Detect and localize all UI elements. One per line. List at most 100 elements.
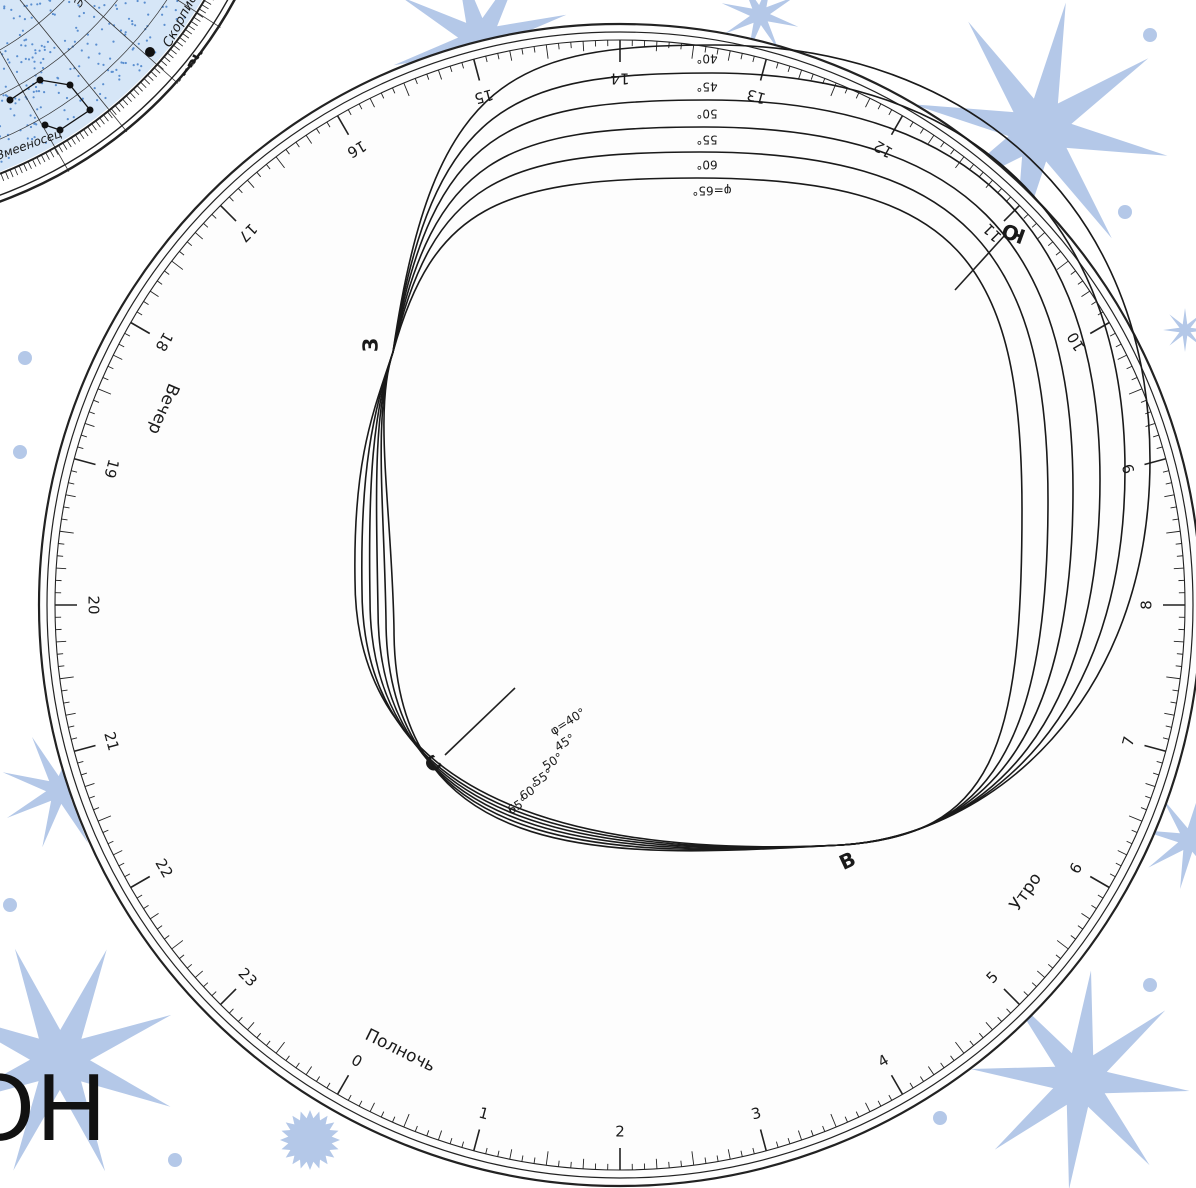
milky-way-dot [16, 55, 19, 58]
map-star [36, 76, 44, 84]
dial-tick [107, 365, 114, 370]
dial-tick [211, 213, 217, 219]
milky-way-dot [163, 23, 166, 26]
star-map-tick [153, 67, 161, 74]
star-map-tick [150, 71, 158, 78]
dial-tick [888, 109, 893, 116]
dial-tick [68, 482, 75, 485]
dial-tick [156, 280, 163, 285]
horizon-ellipse [383, 177, 1023, 852]
milky-way-dot [93, 4, 96, 8]
dial-tick [1145, 782, 1156, 788]
dial-tick [88, 795, 95, 799]
star-map-tick [179, 37, 187, 43]
dial-tick [1077, 280, 1084, 285]
milky-way-dot [34, 52, 37, 55]
dial-tick [680, 43, 682, 50]
dial-tick [877, 103, 882, 110]
milky-way-dot [147, 13, 150, 16]
star-map-tick [136, 85, 143, 92]
dial-tick [65, 712, 76, 716]
dial-tick [890, 115, 904, 136]
constellation-line [39, 79, 71, 86]
dial-tick [1140, 807, 1147, 811]
dial-tick [63, 506, 70, 509]
map-star [86, 106, 94, 114]
milky-way-dot [66, 118, 69, 121]
milky-way-dot [136, 63, 139, 66]
dial-tick [61, 689, 68, 692]
milky-way-dot [97, 62, 100, 65]
milky-way-dot [124, 33, 127, 36]
dial-tick [426, 73, 430, 80]
dial-tick [855, 1111, 860, 1118]
star-map-tick [107, 111, 113, 119]
dial-tick [358, 103, 363, 110]
latitude-label-top: 50° [696, 107, 717, 121]
dial-tick [1128, 388, 1143, 395]
dial-tick [102, 829, 109, 833]
dial-tick [691, 44, 695, 59]
dial-tick [810, 1130, 814, 1137]
star-map-grid-line [0, 0, 153, 164]
dial-tick [1170, 701, 1177, 704]
dial-tick [1140, 399, 1147, 403]
star-map-tick [5, 171, 9, 180]
dial-tick [437, 69, 443, 80]
milky-way-dot [10, 8, 13, 11]
star-map-number: 5 [10, 237, 25, 252]
milky-way-dot [34, 49, 37, 52]
milky-way-dot [149, 36, 152, 39]
milky-way-dot [40, 44, 43, 47]
dial-tick [485, 1147, 488, 1154]
dial-tick [582, 1158, 585, 1169]
star-map-tick [14, 167, 19, 176]
dial-tick [822, 1125, 826, 1132]
dial-tick [1175, 543, 1182, 545]
dial-tick [1170, 506, 1177, 509]
dial-tick [704, 1157, 707, 1164]
star-map-grid-line [0, 0, 208, 111]
milky-way-dot [79, 99, 82, 102]
milky-way-dot [18, 98, 21, 101]
star-dot [3, 898, 17, 912]
dial-tick [118, 862, 125, 867]
milky-way-dot [81, 97, 84, 100]
dial-tick [56, 567, 67, 570]
milky-way-dot [27, 58, 31, 61]
dial-tick [1126, 840, 1133, 845]
milky-way-dot [174, 9, 177, 12]
map-star [41, 121, 49, 129]
milky-way-dot [2, 67, 6, 70]
star-map-number: 10 [54, 199, 75, 220]
star-dot [1143, 28, 1157, 42]
milky-way-dot [54, 84, 58, 87]
milky-way-dot [37, 90, 41, 93]
dial-tick [256, 1032, 262, 1039]
milky-way-dot [108, 22, 111, 25]
hour-label: 8 [1138, 600, 1156, 610]
dial-tick [77, 760, 84, 764]
dial-tick [497, 53, 500, 60]
star-map-tick [110, 108, 117, 116]
hour-label: 2 [615, 1123, 625, 1141]
star-map-tick [18, 165, 23, 174]
dial-tick [414, 1125, 418, 1132]
dial-tick [326, 1082, 331, 1089]
dial-tick [545, 44, 549, 59]
dial-tick [1081, 912, 1091, 920]
star-map-tick [196, 12, 204, 18]
star-map-tick [173, 44, 180, 51]
dial-tick [275, 156, 285, 169]
milky-way-dot [119, 29, 123, 32]
dial-tick [107, 840, 114, 845]
dial-tick [759, 59, 768, 81]
dial-tick [74, 744, 96, 753]
dial-tick [113, 354, 123, 360]
dial-tick [56, 640, 67, 643]
star-map-tick [143, 78, 151, 85]
milky-way-dot [39, 61, 42, 64]
dial-tick [136, 894, 143, 899]
map-star [66, 81, 74, 89]
dial-tick [978, 171, 984, 178]
